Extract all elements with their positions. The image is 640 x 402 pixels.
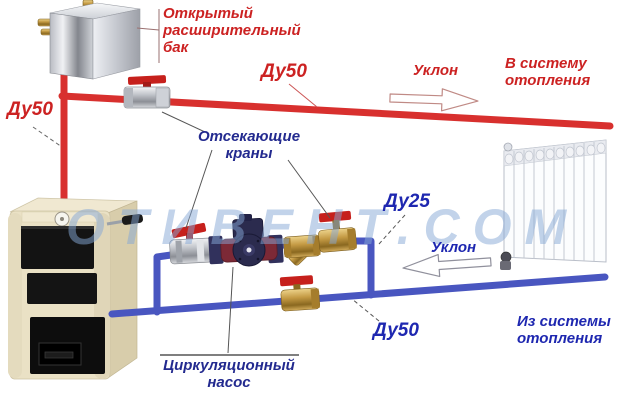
to-system-label: В систему отопления — [505, 55, 591, 89]
du50-supply-label: Ду50 — [261, 61, 307, 82]
du25-bypass-label: Ду25 — [384, 191, 430, 212]
boiler — [8, 197, 143, 380]
shutoff-valves-label: Отсекающие краны — [197, 128, 301, 162]
pump-outlet-valve — [318, 210, 357, 253]
slope-return-label: Уклон — [431, 239, 477, 256]
return-pipe — [108, 273, 609, 318]
slope-supply-label: Уклон — [413, 62, 459, 79]
leader-lines — [32, 9, 406, 356]
flow-arrow-left-icon — [402, 253, 492, 278]
bypass-valve — [279, 275, 321, 312]
radiator — [500, 139, 607, 270]
expansion-tank-label: Открытый расширительный бак — [163, 5, 301, 56]
du50-return-label: Ду50 — [373, 320, 419, 341]
flow-arrow-right-icon — [389, 88, 479, 112]
pump-inlet-valve — [169, 222, 213, 265]
y-strainer — [283, 234, 321, 266]
supply-shutoff-valve — [123, 75, 171, 109]
du50-riser-label: Ду50 — [7, 99, 53, 120]
from-system-label: Из системы отопления — [517, 313, 611, 347]
circulation-pump-label: Циркуляционный насос — [163, 357, 295, 391]
circulation-pump — [208, 214, 284, 267]
expansion-tank — [37, 0, 141, 80]
